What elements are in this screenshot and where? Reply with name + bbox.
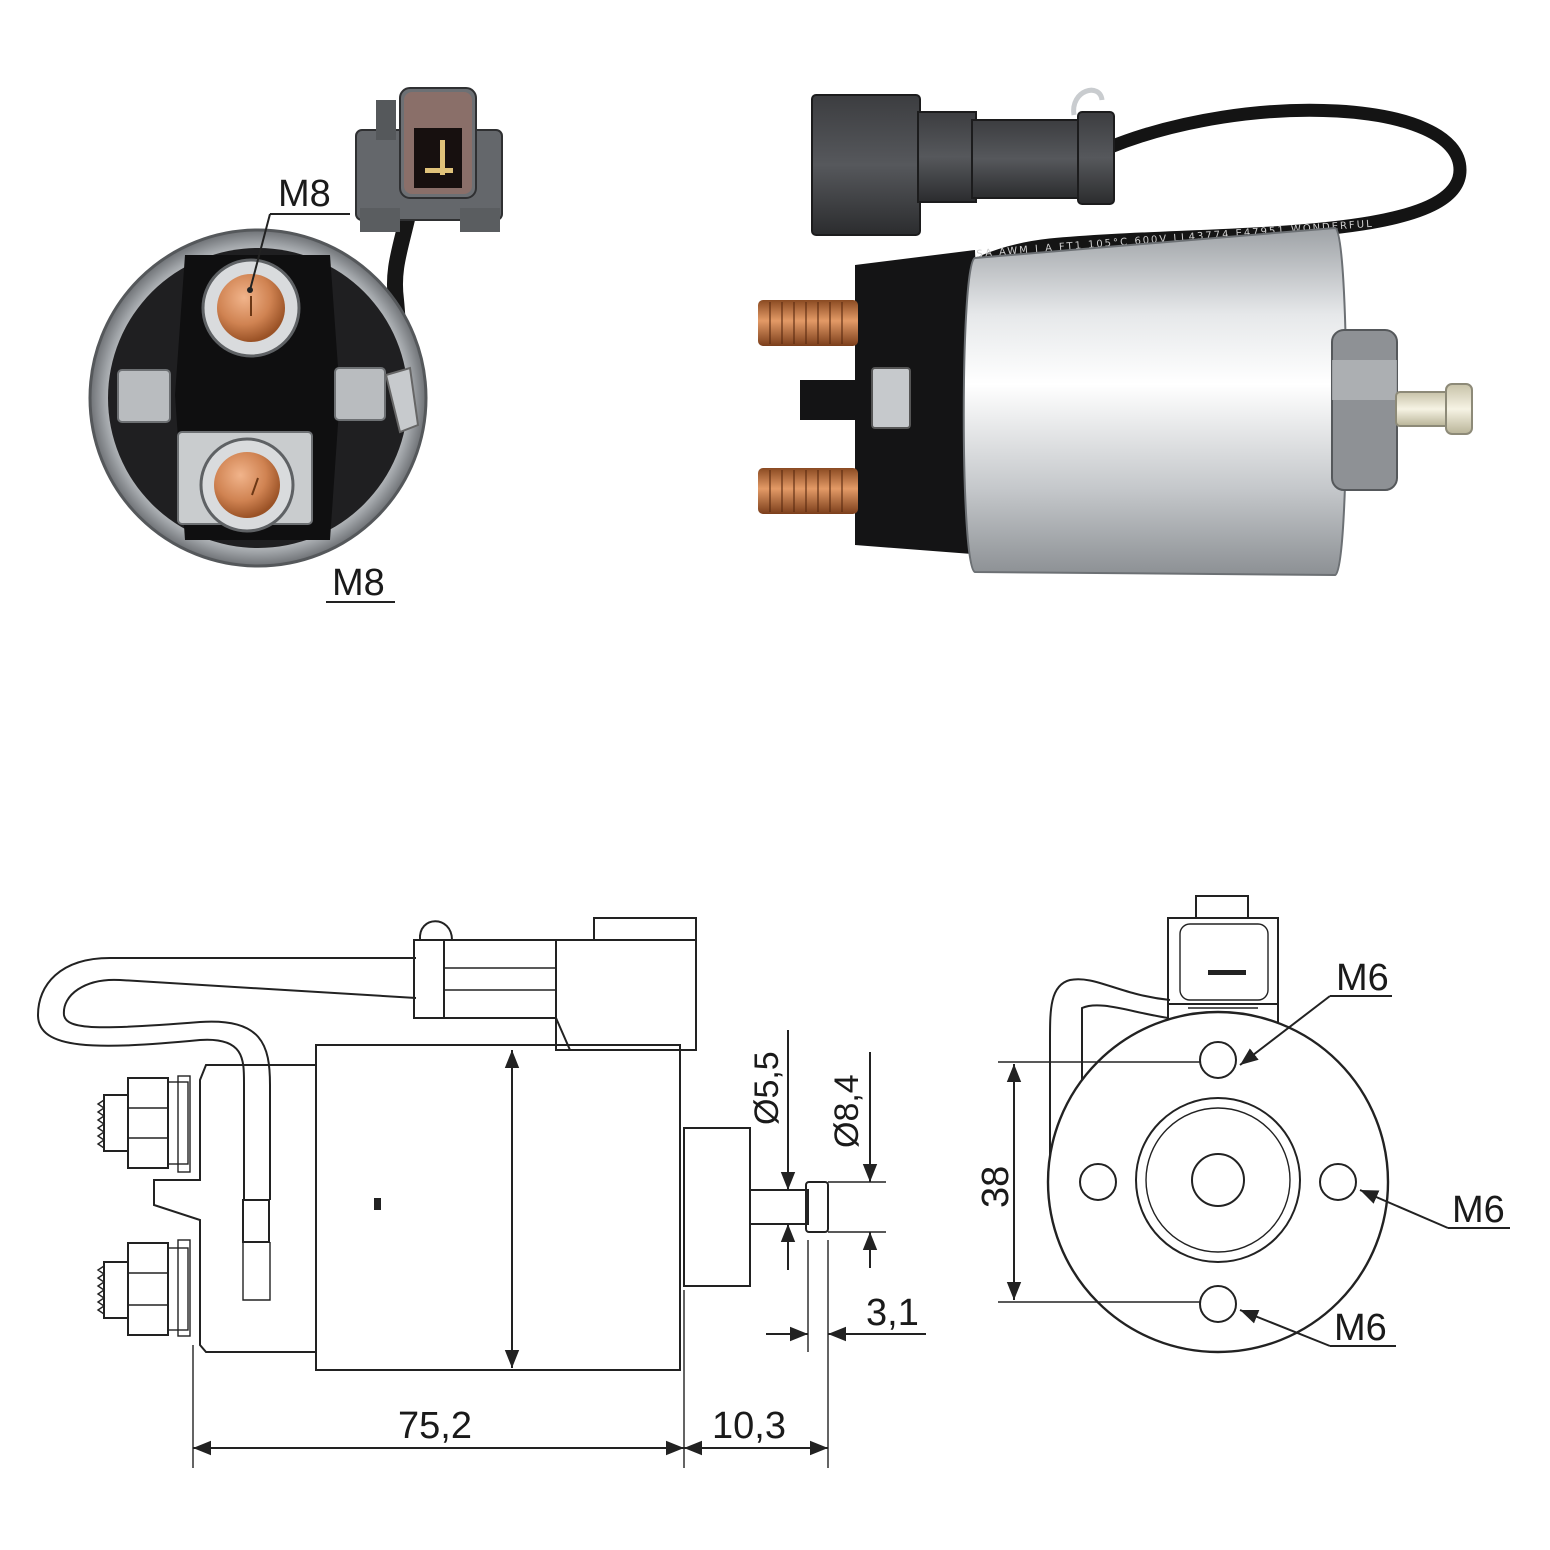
side-wire-terminal [871, 367, 911, 429]
drawing-plunger [749, 1189, 809, 1225]
side-collar [1331, 329, 1398, 491]
end-connector [1167, 895, 1279, 1030]
drawing-wire-outer [36, 957, 416, 1200]
side-bracket [800, 380, 870, 420]
drawing-side-view: Ø5,5 Ø8,4 3,1 75,2 10,3 [36, 917, 926, 1468]
drawing-main-body [315, 1044, 681, 1371]
thread-right-text: M6 [1452, 1189, 1505, 1231]
front-label-bottom: M8 [332, 562, 385, 604]
front-connector [355, 87, 503, 232]
drawing-rear-cap [153, 1064, 316, 1353]
photo-front-view: M8 M8 [88, 87, 503, 604]
photo-side-view: CSA AWM I A FT1 105°C 600V LL43774 E4795… [758, 87, 1473, 577]
drawing-wire-inner [62, 978, 417, 1200]
drawing-plunger-head [805, 1181, 829, 1233]
side-plunger-head [1445, 383, 1473, 435]
end-wire-inner [1081, 1004, 1169, 1210]
thread-bottom-leader [1239, 1309, 1331, 1347]
dim-hole-spacing-text: 38 [975, 1166, 1017, 1208]
end-housing [1046, 1010, 1390, 1354]
bracket-left [117, 369, 171, 423]
end-collar-outer [1135, 1097, 1301, 1263]
side-steel-body [962, 226, 1348, 577]
drawing-connector [413, 917, 697, 1370]
thread-right-leader [1359, 1189, 1449, 1229]
end-hole-top [1199, 1041, 1237, 1079]
drawing-stud-bottom [96, 1239, 191, 1337]
drawing-body-mark [374, 1198, 381, 1210]
end-hole-left [1079, 1163, 1117, 1201]
wire-tab [384, 366, 420, 434]
drawing-stud-top [96, 1075, 191, 1173]
terminal-bottom-stud [214, 452, 280, 518]
side-connector [811, 87, 1115, 236]
thread-top-text: M6 [1336, 957, 1389, 999]
front-label-top: M8 [278, 173, 331, 215]
dim-head-dia-text: Ø8,4 [828, 1074, 866, 1148]
drawing-collar [683, 1127, 751, 1287]
end-hole-right [1319, 1163, 1357, 1201]
side-black-cap [855, 250, 985, 555]
front-label-top-leader [249, 213, 271, 291]
thread-top-leader [1239, 995, 1331, 1066]
end-plunger [1191, 1153, 1245, 1207]
dim-plunger-dia-text: Ø5,5 [748, 1051, 786, 1125]
drawing-end-view: 38 M6 M6 M6 [975, 895, 1510, 1354]
end-wire-outer [1049, 978, 1171, 1210]
drawing-wire-terminal [242, 1199, 270, 1243]
thread-bottom-text: M6 [1334, 1307, 1387, 1349]
bracket-right [334, 367, 386, 421]
dim-head-width-text: 3,1 [866, 1292, 919, 1334]
end-hole-bottom [1199, 1285, 1237, 1323]
dim-body-length-text: 75,2 [398, 1405, 472, 1447]
dim-plunger-length-text: 10,3 [712, 1405, 786, 1447]
end-collar-inner [1145, 1107, 1291, 1253]
